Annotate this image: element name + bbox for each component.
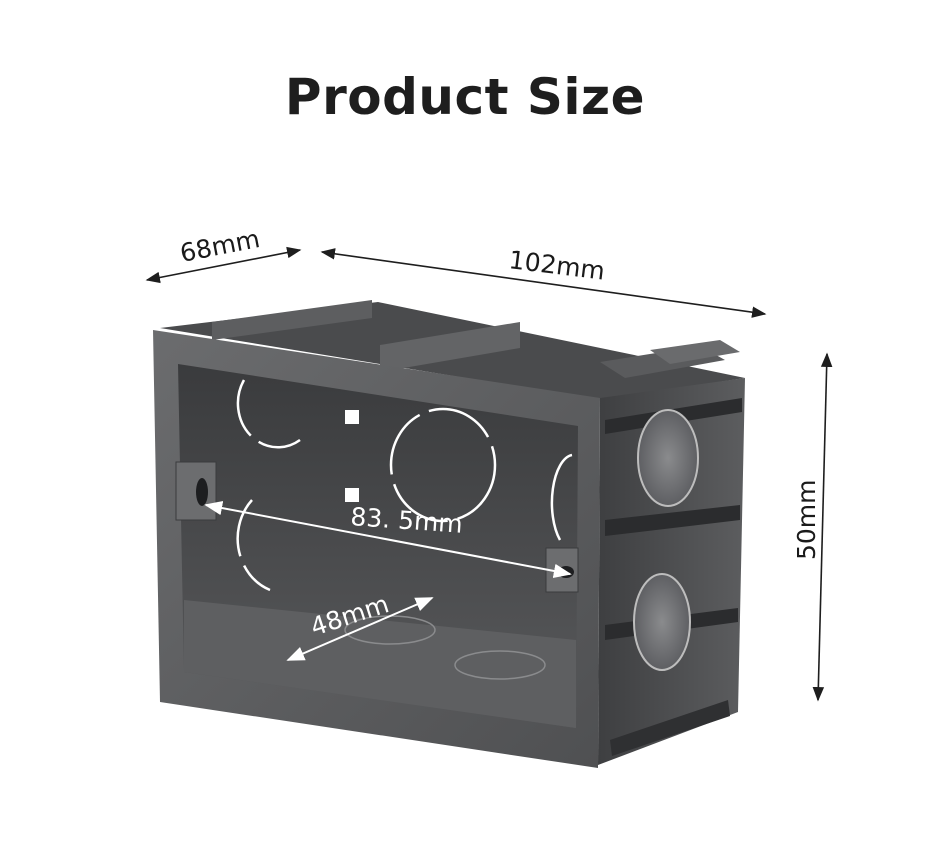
- top-rib-right-2: [650, 340, 740, 364]
- inner-knockout-top-left: [236, 379, 301, 449]
- screw-hole-left: [196, 478, 208, 506]
- box-side-face: [598, 378, 745, 765]
- cutout-lower: [345, 488, 359, 502]
- top-rib-center: [380, 322, 520, 372]
- side-knockout-lower: [633, 573, 691, 671]
- cutout-upper: [345, 410, 359, 424]
- box-cavity-floor: [184, 600, 576, 728]
- width-dimension-label: 68mm: [178, 224, 263, 268]
- diagonal-dimension-line: [204, 500, 572, 579]
- height-dimension-label: 50mm: [792, 479, 821, 560]
- floor-knockout-2: [454, 650, 546, 680]
- side-knockout-upper: [637, 409, 699, 507]
- length-dimension-line: [320, 248, 767, 318]
- side-feet: [610, 700, 730, 756]
- width-dimension-line: [145, 246, 302, 284]
- height-dimension-line: [812, 352, 833, 702]
- depth-dimension-line: [286, 597, 434, 661]
- side-rib-middle: [605, 505, 740, 536]
- page-title: Product Size: [284, 68, 646, 126]
- screw-tab-left: [175, 461, 217, 521]
